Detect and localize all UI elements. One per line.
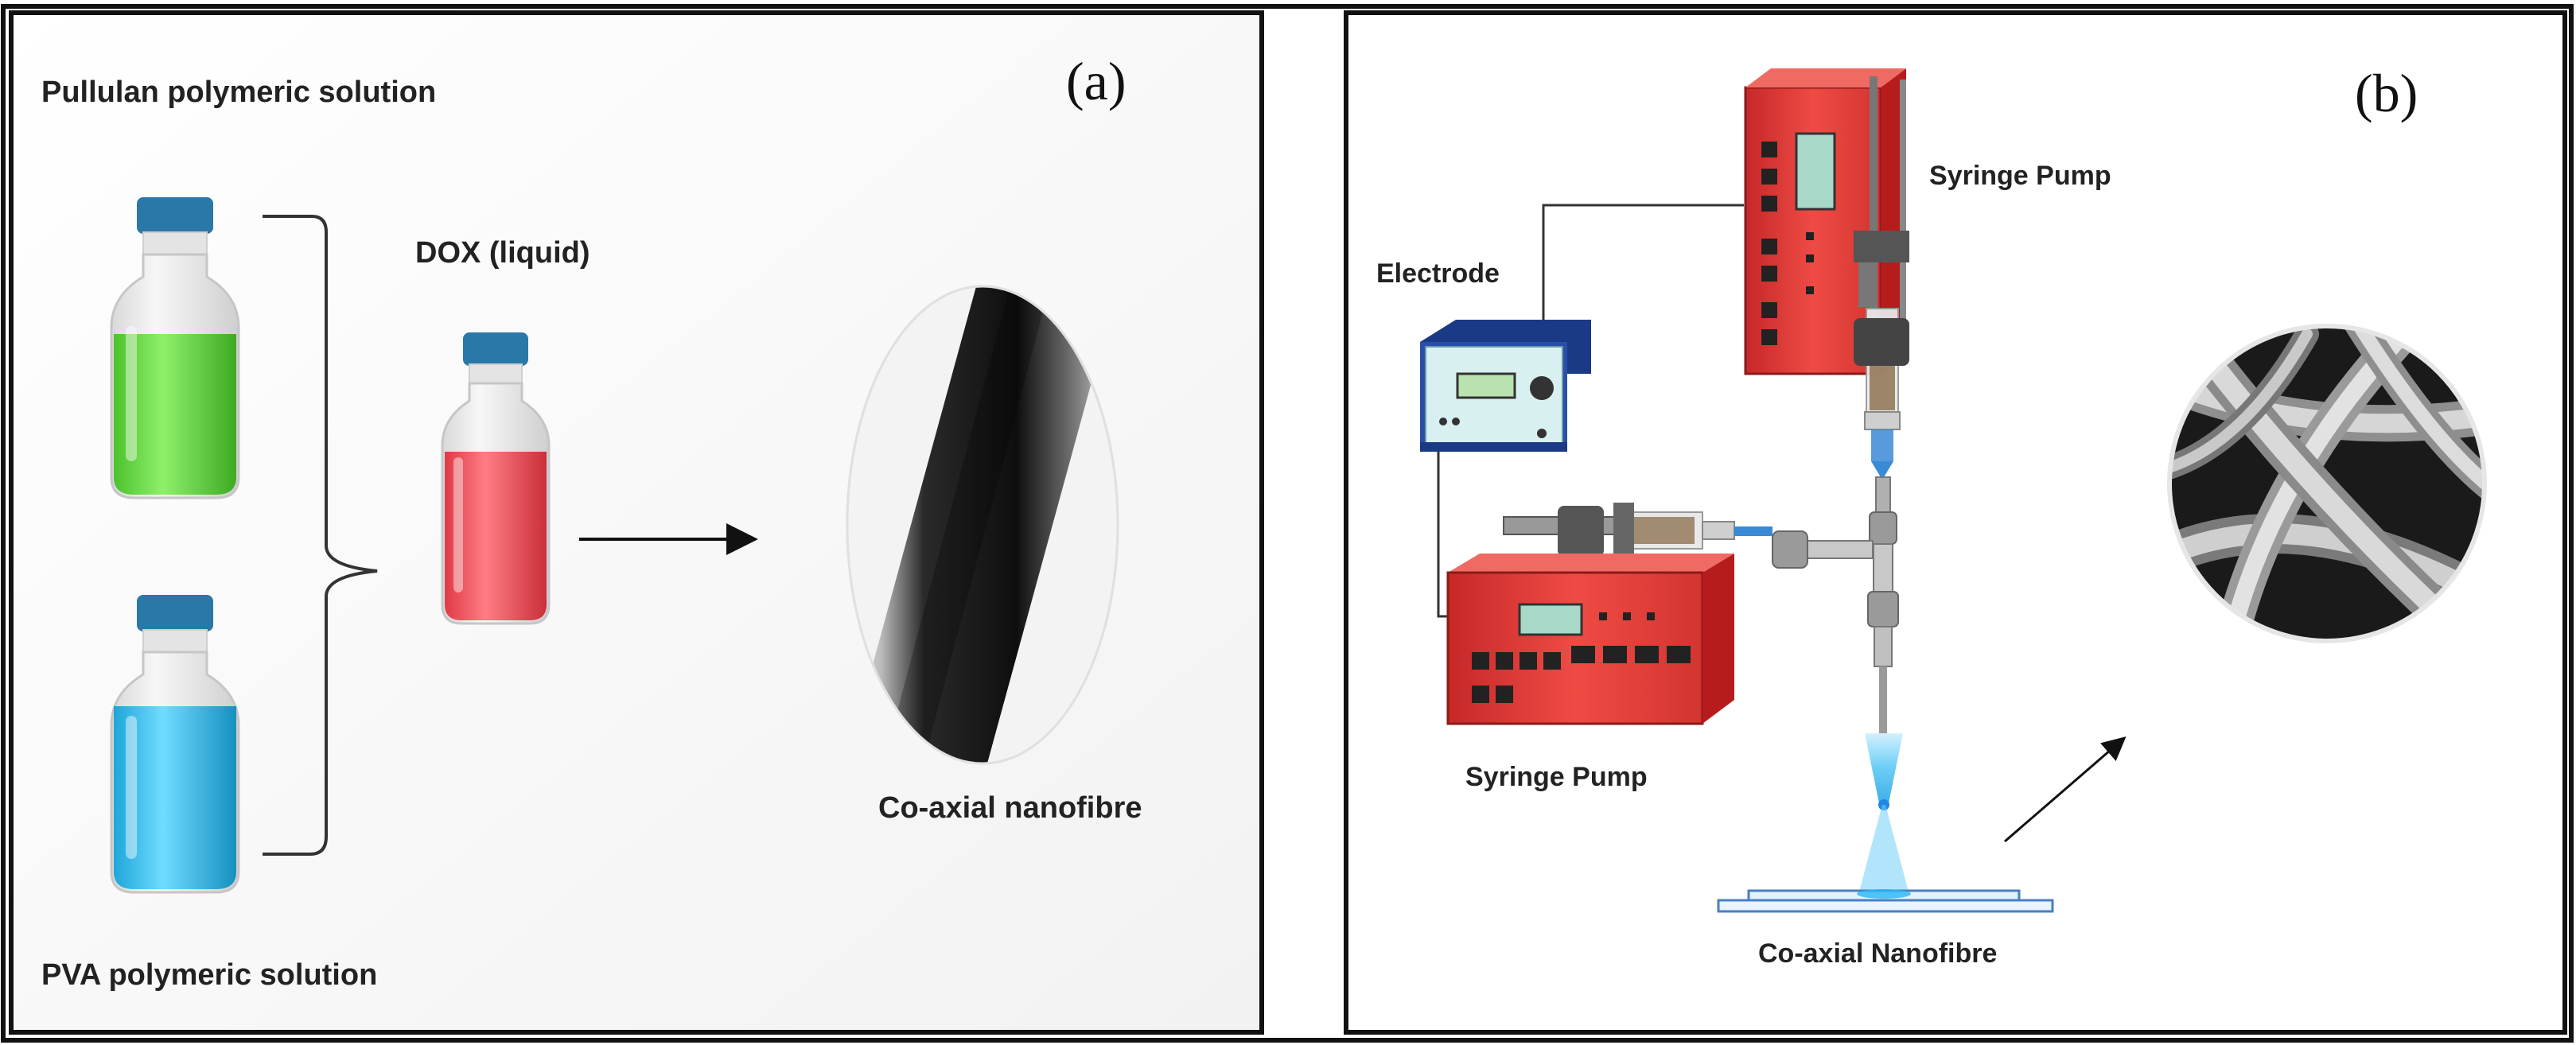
fibre-jet <box>1858 805 1909 895</box>
pump-bottom-display <box>1518 603 1583 636</box>
collector-plate <box>1717 889 2054 913</box>
electrode-wire-bottom <box>1437 449 1448 618</box>
dox-label: DOX (liquid) <box>415 236 590 270</box>
syringe-pump-top-label: Syringe Pump <box>1929 161 2111 191</box>
panel-a: (a) Pullulan polymeric solution PVA poly… <box>9 10 1264 1035</box>
syringe-pump-top <box>1744 68 1909 477</box>
panel-b-label: (b) <box>2355 63 2418 123</box>
electrode-label: Electrode <box>1376 258 1500 289</box>
coaxial-nanofibre-label-b: Co-axial Nanofibre <box>1758 938 1997 969</box>
electrode-wire-top <box>1542 204 1744 326</box>
pullulan-liquid <box>114 334 236 495</box>
merge-brace <box>263 215 378 856</box>
dox-bottle <box>441 332 551 625</box>
pva-bottle-cap <box>137 595 213 631</box>
pullulan-bottle-cap <box>137 197 213 234</box>
arrow-to-sem <box>2004 736 2127 843</box>
electrode-display <box>1456 372 1516 399</box>
pullulan-bottle <box>110 197 240 499</box>
electrode-unit <box>1420 320 1591 452</box>
coaxial-nanofibre-label-a: Co-axial nanofibre <box>878 791 1142 825</box>
pva-liquid <box>114 706 236 889</box>
panel-a-label: (a) <box>1066 51 1126 111</box>
dox-bottle-cap <box>463 332 528 366</box>
syringe-pump-bottom-label: Syringe Pump <box>1465 762 1648 792</box>
pva-label: PVA polymeric solution <box>41 958 377 992</box>
panel-b: (b) Electrode <box>1344 10 2567 1035</box>
dox-liquid <box>445 452 547 620</box>
coaxial-spinneret <box>1772 476 1899 733</box>
taylor-cone <box>1865 733 1903 803</box>
pva-bottle <box>110 595 240 894</box>
electrode-knob <box>1530 376 1554 400</box>
coaxial-fibre-image <box>846 285 1119 765</box>
pump-top-display <box>1795 132 1836 211</box>
pullulan-label: Pullulan polymeric solution <box>41 76 436 109</box>
syringe-pump-bottom <box>1446 503 1772 725</box>
